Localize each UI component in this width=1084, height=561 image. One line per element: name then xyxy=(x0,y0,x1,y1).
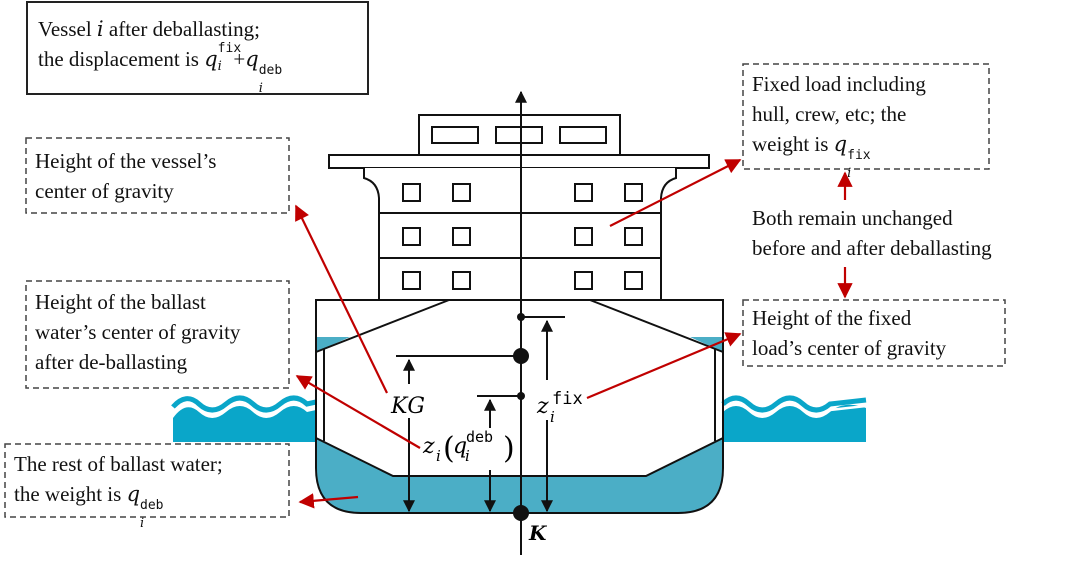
bridge-window-1 xyxy=(431,126,479,144)
svg-text:i: i xyxy=(550,408,555,426)
sea-crest-right-1 xyxy=(721,395,867,413)
cabin-window xyxy=(574,271,593,290)
cabin-window xyxy=(452,271,471,290)
superstructure xyxy=(328,114,710,301)
svg-text:q: q xyxy=(453,434,467,459)
cabin-window xyxy=(402,183,421,202)
zfix-label: z i fix xyxy=(536,389,583,426)
arrow-zdeb-to-box xyxy=(295,375,421,449)
cabin-window xyxy=(624,271,643,290)
ballast-lower xyxy=(316,438,723,513)
tank-structure xyxy=(315,299,724,477)
rest-ballast-callout: The rest of ballast water; the weight is… xyxy=(14,452,223,531)
cabin-window xyxy=(574,183,593,202)
ballast-water-regions xyxy=(316,337,723,513)
svg-text:): ) xyxy=(503,431,515,466)
hull-outline xyxy=(315,299,724,514)
arrow-zfix-to-box xyxy=(586,332,742,400)
title-box-text: Vessel i after deballasting; the displac… xyxy=(38,17,283,96)
cabin-window xyxy=(452,183,471,202)
rest-ballast-box-border xyxy=(4,443,290,518)
cabin-window xyxy=(624,227,643,246)
fixed-load-box-border xyxy=(742,63,990,170)
arrow-fixed-load xyxy=(609,159,742,227)
ballast-cg-box-border xyxy=(25,280,290,389)
svg-text:(: ( xyxy=(443,431,455,466)
svg-text:z: z xyxy=(422,434,435,459)
vessel-cg-callout: Height of the vessel’s center of gravity xyxy=(35,149,217,203)
wave-gap xyxy=(722,402,867,418)
deck-slab xyxy=(328,154,710,169)
svg-text:z: z xyxy=(536,394,549,419)
cabin-window xyxy=(574,227,593,246)
svg-text:i: i xyxy=(465,447,470,465)
title-box-border xyxy=(26,1,369,95)
fixed-cg-callout: Height of the fixed load’s center of gra… xyxy=(752,306,947,360)
keel-point-k xyxy=(513,505,529,521)
fixed-cg-box-border xyxy=(742,299,1006,367)
bridge-window-3 xyxy=(559,126,607,144)
sea-waves-right-icon xyxy=(721,395,867,442)
svg-text:fix: fix xyxy=(552,389,583,409)
cabin-window xyxy=(402,227,421,246)
svg-text:deb: deb xyxy=(466,428,493,446)
cabin-window xyxy=(624,183,643,202)
kg-label: KG xyxy=(390,394,425,419)
wave-gap xyxy=(172,402,317,418)
ballast-cg-callout: Height of the ballast water’s center of … xyxy=(35,290,241,374)
zdeb-label: z i ( q i deb ) xyxy=(422,428,515,466)
svg-text:i: i xyxy=(436,447,441,465)
arrow-kg-to-box xyxy=(295,204,388,394)
bridge-window-2 xyxy=(495,126,543,144)
sea-body-right xyxy=(723,404,866,442)
sea-crest-left-1 xyxy=(171,395,317,413)
cabin-windows xyxy=(402,183,643,290)
both-unchanged-note: Both remain unchanged before and after d… xyxy=(752,206,992,260)
vessel-cg-box-border xyxy=(25,137,290,214)
cabin-window xyxy=(402,271,421,290)
fixed-load-callout: Fixed load including hull, crew, etc; th… xyxy=(752,72,926,181)
keel-label-k: K xyxy=(528,521,548,545)
cabin-window xyxy=(452,227,471,246)
sea-waves-left-icon xyxy=(171,395,317,442)
arrow-rest-ballast xyxy=(298,493,359,509)
sea-body-left xyxy=(173,406,316,442)
